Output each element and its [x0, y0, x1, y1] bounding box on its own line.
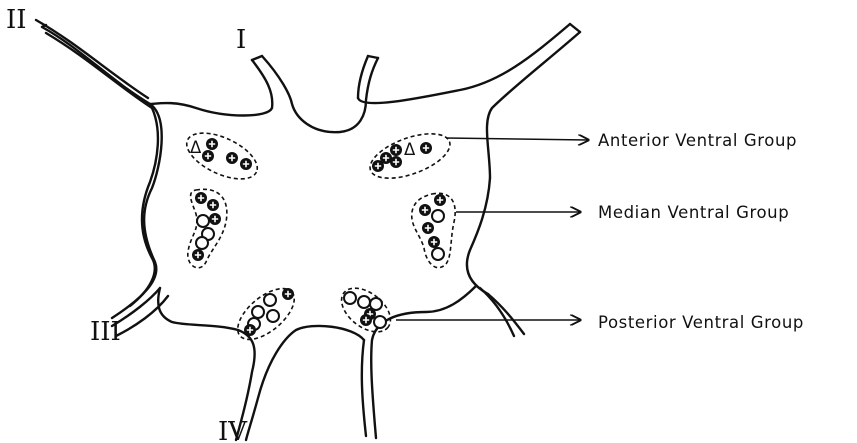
ganglion-right-edge	[467, 178, 490, 294]
nerve-iii-lower-edge	[116, 296, 168, 336]
nerve-ii-upper-edge	[36, 20, 148, 98]
triangle-marker-right: Δ	[404, 140, 416, 159]
nerve-right-lower-return	[371, 286, 476, 438]
nerve-i-left-tip	[252, 56, 262, 60]
nerve-label-ii: II	[6, 5, 27, 35]
filled-cell	[420, 142, 432, 154]
nerve-right-lower-inner	[480, 288, 514, 336]
median-ventral-group-label: Median Ventral Group	[598, 203, 789, 222]
anterior-ventral-group-label: Anterior Ventral Group	[598, 131, 797, 150]
nerve-right-tip	[570, 24, 580, 32]
filled-cell	[282, 288, 294, 300]
nerve-i-left-edge	[150, 60, 272, 116]
anterior-pointer-line	[446, 138, 588, 140]
open-cell	[370, 298, 382, 310]
filled-cell	[422, 222, 434, 234]
filled-cell	[202, 150, 214, 162]
nerve-label-i: I	[236, 25, 246, 55]
nerve-label-iv: IV	[218, 417, 248, 443]
nerve-i-inner-left	[262, 56, 378, 132]
triangle-marker-left: Δ	[190, 138, 202, 157]
filled-cell	[390, 156, 402, 168]
nerve-right-upper-outer	[358, 24, 570, 103]
filled-cell	[240, 158, 252, 170]
filled-cell	[206, 138, 218, 150]
filled-cell	[434, 194, 446, 206]
open-cell	[432, 210, 444, 222]
open-cell	[252, 306, 264, 318]
open-cell	[267, 310, 279, 322]
nerve-label-iii: III	[90, 317, 121, 347]
filled-cell	[419, 204, 431, 216]
nerve-iv-inner-arch	[246, 326, 364, 440]
filled-cell	[360, 314, 372, 326]
filled-cell	[207, 199, 219, 211]
nerve-i-right-tip	[368, 56, 378, 58]
filled-cell	[428, 236, 440, 248]
filled-cell	[226, 152, 238, 164]
nerve-iv-right-edge	[362, 340, 366, 436]
ganglion-outline	[42, 25, 162, 318]
filled-cell	[390, 144, 402, 156]
open-cell	[264, 294, 276, 306]
nerve-ii-lower-edge	[46, 33, 152, 108]
filled-cell	[209, 213, 221, 225]
filled-cell	[244, 324, 256, 336]
posterior-ventral-group-label: Posterior Ventral Group	[598, 313, 804, 332]
nerve-right-lower-outer	[488, 294, 524, 334]
filled-cell	[192, 249, 204, 261]
open-cell	[344, 292, 356, 304]
open-cell	[196, 237, 208, 249]
open-cell	[197, 215, 209, 227]
open-cell	[358, 296, 370, 308]
ganglion-left-edge	[130, 108, 158, 306]
open-cell	[374, 316, 386, 328]
nerve-iii-upper-edge	[112, 288, 160, 326]
open-cell	[432, 248, 444, 260]
filled-cell	[195, 192, 207, 204]
